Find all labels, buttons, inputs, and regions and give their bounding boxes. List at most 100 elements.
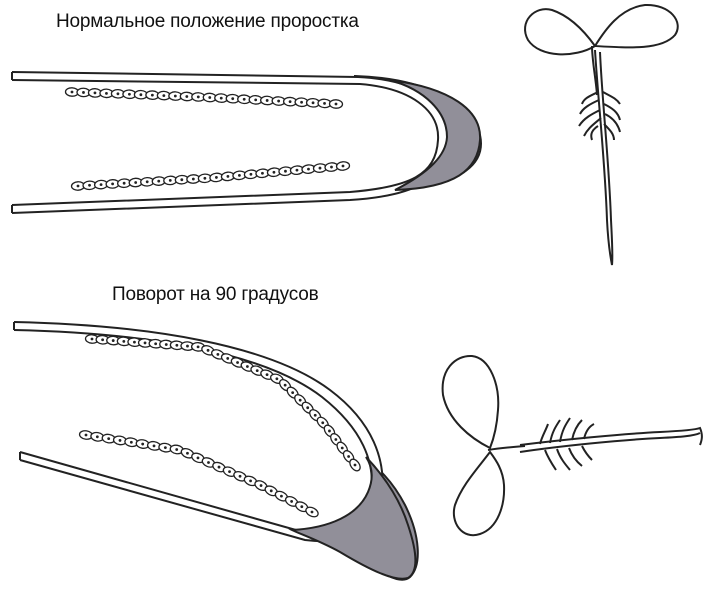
statolith-nucleus — [330, 166, 333, 169]
statolith-nucleus — [154, 342, 157, 345]
statolith-nucleus — [165, 343, 168, 346]
statolith-nucleus — [117, 92, 120, 95]
statolith-nucleus — [342, 165, 345, 168]
statolith-nucleus — [162, 94, 165, 97]
statolith-nucleus — [284, 170, 287, 173]
statolith-nucleus — [82, 91, 85, 94]
statolith-nucleus — [123, 182, 126, 185]
statolith-nucleus — [85, 434, 88, 437]
statolith-nucleus — [122, 340, 125, 343]
statolith-nucleus — [260, 484, 263, 487]
statolith-nucleus — [311, 511, 314, 514]
statolith-nucleus — [291, 391, 294, 394]
statolith-nucleus — [203, 177, 206, 180]
statolith-nucleus — [231, 97, 234, 100]
statolith-nucleus — [197, 345, 200, 348]
statolith-nucleus — [284, 384, 287, 387]
statolith-nucleus — [307, 168, 310, 171]
statolith-nucleus — [236, 361, 239, 364]
statolith-nucleus — [164, 446, 167, 449]
statolith-nucleus — [128, 93, 131, 96]
statolith-nucleus — [347, 455, 350, 458]
seedling-horizontal — [443, 356, 702, 535]
statolith-nucleus — [107, 437, 110, 440]
statolith-nucleus — [218, 466, 221, 469]
statolith-nucleus — [323, 102, 326, 105]
statolith-nucleus — [134, 181, 137, 184]
statolith-nucleus — [226, 357, 229, 360]
statolith-nucleus — [185, 95, 188, 98]
statolith-nucleus — [151, 94, 154, 97]
statolith-nucleus — [227, 175, 230, 178]
statolith-nucleus — [208, 96, 211, 99]
hypocotyl-horizontal — [488, 446, 525, 450]
statolith-nucleus — [174, 95, 177, 98]
statolith-nucleus — [277, 100, 280, 103]
statolith-nucleus — [192, 178, 195, 181]
statolith-nucleus — [146, 180, 149, 183]
statolith-nucleus — [111, 183, 114, 186]
statolith-nucleus — [299, 399, 302, 402]
statolith-nucleus — [77, 185, 80, 188]
statolith-nucleus — [180, 178, 183, 181]
statolith-nucleus — [220, 97, 223, 100]
statolith-nucleus — [144, 342, 147, 345]
statolith-nucleus — [186, 345, 189, 348]
statolith-nucleus — [71, 91, 74, 94]
statolith-nucleus — [175, 448, 178, 451]
statolith-nucleus — [275, 377, 278, 380]
statolith-nucleus — [256, 369, 259, 372]
statolith-nucleus — [238, 174, 241, 177]
statolith-nucleus — [319, 167, 322, 170]
cotyledon-right — [595, 5, 678, 47]
statolith-nucleus — [228, 470, 231, 473]
statolith-nucleus — [266, 373, 269, 376]
statolith-nucleus — [133, 341, 136, 344]
statolith-nucleus — [289, 100, 292, 103]
statolith-nucleus — [169, 179, 172, 182]
statolith-nucleus — [130, 441, 133, 444]
cotyledon-left — [525, 9, 595, 54]
statolith-nucleus — [249, 479, 252, 482]
statolith-nucleus — [207, 461, 210, 464]
statolith-nucleus — [354, 464, 357, 467]
statolith-nucleus — [94, 91, 97, 94]
main-root — [595, 50, 612, 265]
statolith-nucleus — [314, 414, 317, 417]
statolith-nucleus — [290, 500, 293, 503]
main-root-horizontal — [520, 428, 702, 452]
statolith-nucleus — [273, 171, 276, 174]
statolith-nucleus — [243, 98, 246, 101]
statolith-nucleus — [139, 93, 142, 96]
statolith-nucleus — [175, 344, 178, 347]
statolith-nucleus — [88, 184, 91, 187]
statolith-nucleus — [112, 339, 115, 342]
statolith-nucleus — [91, 338, 94, 341]
statolith-nucleus — [157, 180, 160, 183]
statolith-nucleus — [270, 489, 273, 492]
statolith-nucleus — [312, 101, 315, 104]
statolith-nucleus — [334, 438, 337, 441]
statolith-nucleus — [215, 176, 218, 179]
statolith-nucleus — [280, 495, 283, 498]
statolith-nucleus — [246, 365, 249, 368]
statolith-nucleus — [101, 338, 104, 341]
statolith-nucleus — [321, 421, 324, 424]
statolith-nucleus — [239, 475, 242, 478]
statolith-nucleus — [197, 456, 200, 459]
statolith-nucleus — [341, 447, 344, 450]
statolith-nucleus — [153, 444, 156, 447]
statolith-nucleus — [96, 435, 99, 438]
cotyledon-upper — [443, 356, 499, 448]
root-rotated — [14, 322, 418, 580]
statolith-nucleus — [296, 169, 299, 172]
statolith-nucleus — [261, 172, 264, 175]
statolith-nucleus — [266, 99, 269, 102]
statolith-nucleus — [100, 183, 103, 186]
statolith-nucleus — [119, 439, 122, 442]
statolith-nucleus — [328, 430, 331, 433]
statolith-nucleus — [216, 353, 219, 356]
statolith-nucleus — [250, 173, 253, 176]
statolith-nucleus — [306, 406, 309, 409]
